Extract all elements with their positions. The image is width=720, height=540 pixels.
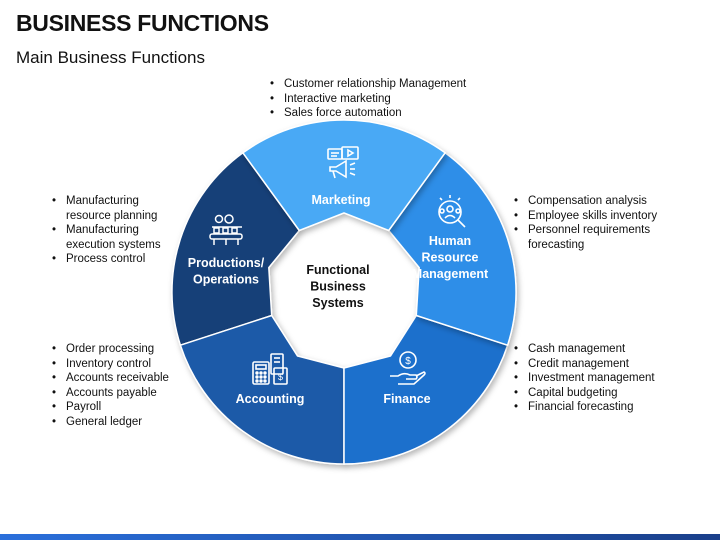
list-item: Accounts receivable [50,371,169,386]
megaphone-icon [327,146,359,179]
segment-label-finance: Finance [383,392,430,406]
svg-text:$: $ [405,356,411,367]
list-item: Inventory control [50,357,169,372]
list-item: Employee skills inventory [512,209,672,224]
marketing-bullet-list: Customer relationship Management Interac… [268,77,466,121]
hrm-bullet-list: Compensation analysis Employee skills in… [512,194,672,252]
list-item: Manufacturing execution systems [50,223,170,252]
bottom-accent-bar [0,534,720,540]
list-item: Order processing [50,342,169,357]
segment-hrm [387,151,517,347]
segment-label-operations: Productions/Operations [188,256,265,287]
list-item: Interactive marketing [268,92,466,107]
list-item: Credit management [512,357,655,372]
list-item: Payroll [50,400,169,415]
list-item: Personnel requirements forecasting [512,223,672,252]
list-item: Cash management [512,342,655,357]
finance-bullet-list: Cash management Credit management Invest… [512,342,655,415]
list-item: Manufacturing resource planning [50,194,170,223]
operations-bullet-list: Manufacturing resource planning Manufact… [50,194,170,267]
list-item: Capital budgeting [512,386,655,401]
list-item: Financial forecasting [512,400,655,415]
list-item: Customer relationship Management [268,77,466,92]
segment-operations [171,151,301,347]
list-item: Investment management [512,371,655,386]
list-item: General ledger [50,415,169,430]
segment-label-accounting: Accounting [236,392,305,406]
svg-text:$: $ [278,372,283,382]
segment-accounting [179,314,345,465]
segment-finance [343,314,509,465]
production-line-icon [209,214,243,245]
calculator-icon: $ [252,353,288,385]
list-item: Accounts payable [50,386,169,401]
segment-label-marketing: Marketing [311,193,370,207]
page-title: BUSINESS FUNCTIONS [16,10,269,36]
accounting-bullet-list: Order processing Inventory control Accou… [50,342,169,430]
page-subtitle: Main Business Functions [16,48,205,67]
list-item: Sales force automation [268,106,466,121]
money-hand-icon: $ [390,351,426,385]
list-item: Compensation analysis [512,194,672,209]
hr-search-icon [438,195,466,228]
list-item: Process control [50,252,170,267]
